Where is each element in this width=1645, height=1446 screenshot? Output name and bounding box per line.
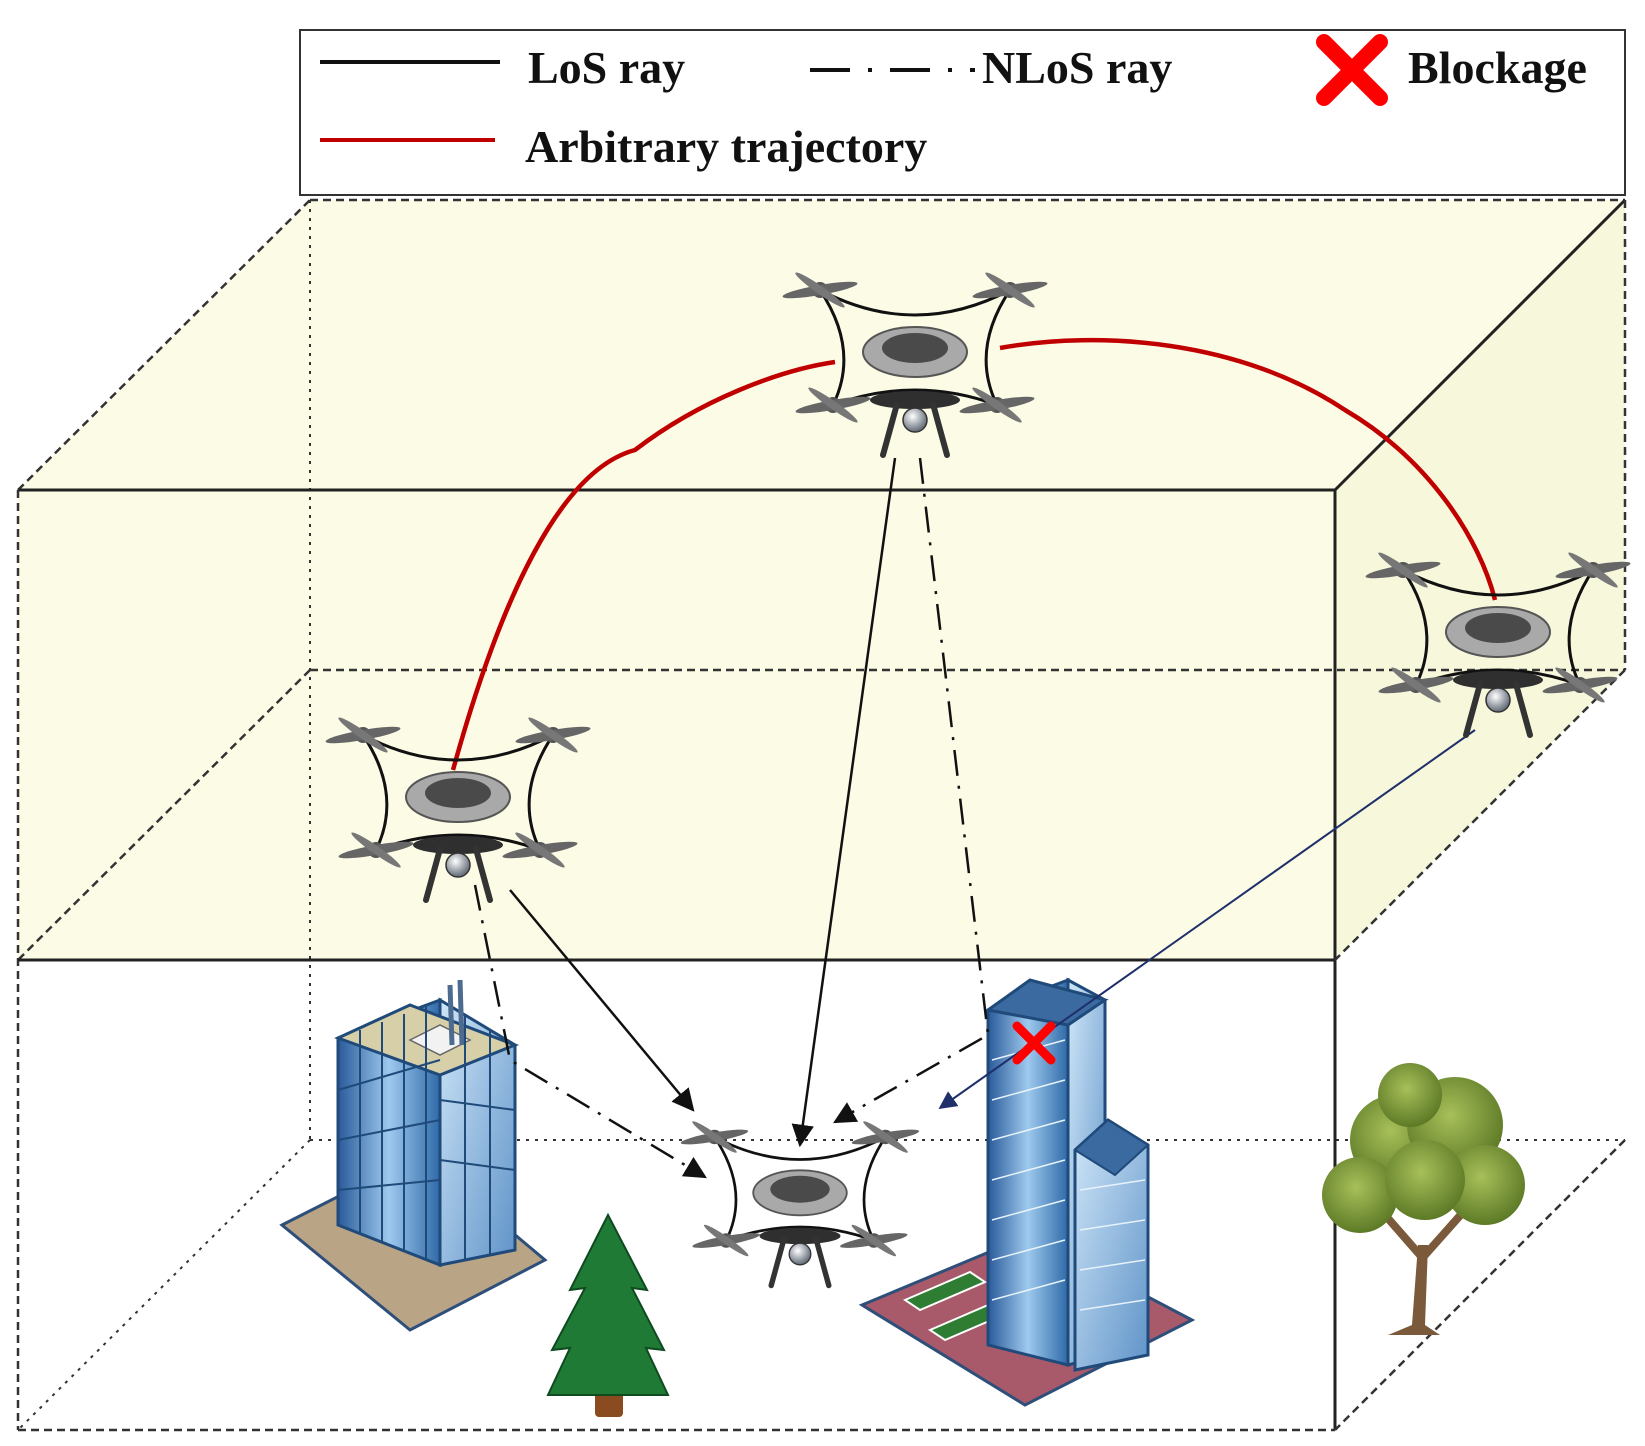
office-building <box>279 979 548 1332</box>
legend: LoS ray NLoS ray Blockage Arbitrary traj… <box>299 29 1626 196</box>
legend-los-label: LoS ray <box>528 42 685 93</box>
blockage-icon <box>1012 1021 1056 1065</box>
legend-nlos-label: NLoS ray <box>982 42 1172 93</box>
nlos-ray-top <box>833 457 990 1124</box>
oak-tree <box>1322 1063 1525 1335</box>
legend-blockage-label: Blockage <box>1408 42 1587 93</box>
legend-trajectory-label: Arbitrary trajectory <box>525 121 927 172</box>
upper-layer-top <box>18 200 1625 490</box>
airspace-box <box>16 198 1627 1432</box>
legend-blockage-icon <box>1316 34 1388 106</box>
los-ray-left <box>509 889 695 1112</box>
rays <box>473 457 1476 1179</box>
nlos-ray-left <box>473 884 707 1179</box>
skyscraper <box>858 977 1196 1407</box>
pine-tree <box>546 1212 670 1417</box>
upper-layer-side <box>1335 200 1625 960</box>
upper-layer-front <box>18 490 1335 960</box>
arbitrary-trajectory <box>450 337 1498 771</box>
los-ray-top <box>791 457 897 1148</box>
